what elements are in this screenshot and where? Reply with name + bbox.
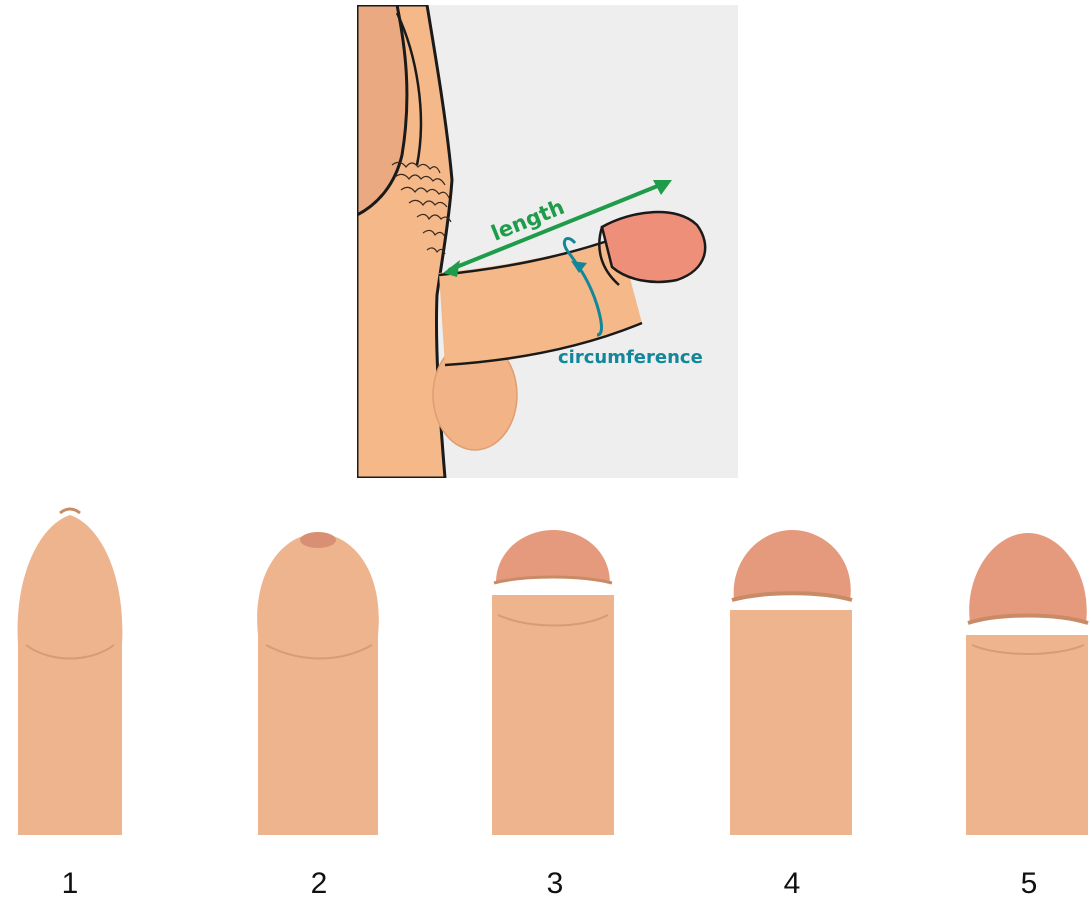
stage-4-figure xyxy=(730,530,852,835)
anatomy-illustration: length circumference xyxy=(357,5,738,478)
stage-number-1: 1 xyxy=(40,867,100,901)
stage-number-3: 3 xyxy=(525,867,585,901)
stage-number-2: 2 xyxy=(289,867,349,901)
circumference-label: circumference xyxy=(558,347,703,368)
stage-5-figure xyxy=(966,533,1088,835)
stages-row: 1 2 3 4 5 xyxy=(0,495,1091,912)
stage-number-5: 5 xyxy=(999,867,1059,901)
stage-2-figure xyxy=(257,532,379,835)
glans-shape xyxy=(602,212,705,282)
stage-1-figure xyxy=(18,509,123,835)
stages-illustrations xyxy=(0,495,1091,835)
stage-number-4: 4 xyxy=(762,867,822,901)
stage-3-figure xyxy=(492,530,614,835)
